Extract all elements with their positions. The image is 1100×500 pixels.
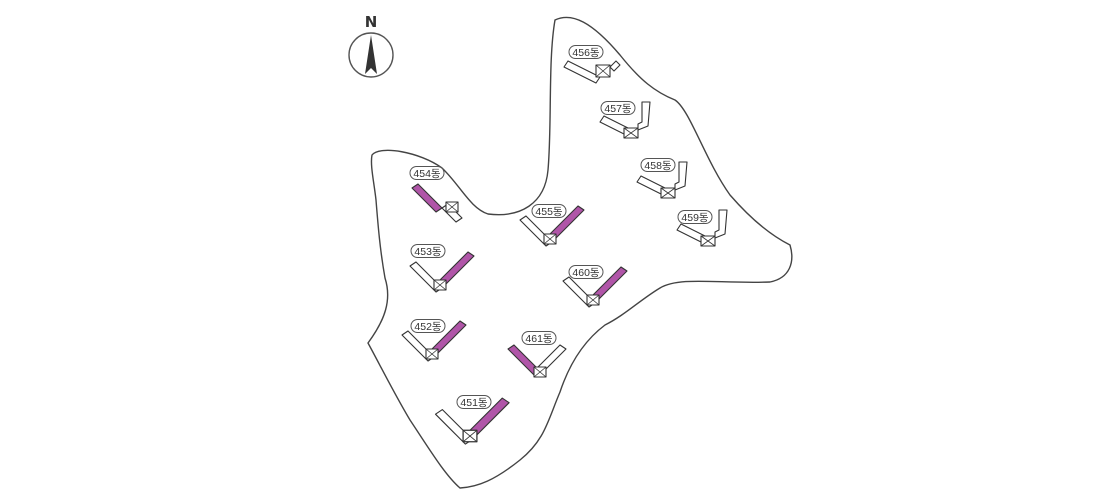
building-452: 452동	[401, 319, 467, 362]
compass-arrow-icon	[365, 35, 377, 74]
north-label: N	[365, 13, 378, 31]
building-453: 453동	[409, 244, 475, 293]
building-label: 453동	[414, 246, 442, 258]
building-footprint	[507, 344, 567, 378]
building-label-pill	[568, 265, 604, 279]
building-label-pill	[410, 244, 446, 258]
building-label: 459동	[681, 212, 709, 224]
building-label: 455동	[535, 206, 563, 218]
buildings-layer: 451동 452동 453동 454동 455동 456동 457동 458동 459동 460동…	[401, 45, 728, 445]
building-label-pill	[410, 319, 446, 333]
building-label: 460동	[572, 267, 600, 279]
building-label: 451동	[460, 397, 488, 409]
north-compass: N	[348, 13, 394, 78]
building-455: 455동	[519, 204, 585, 247]
building-footprint	[411, 183, 463, 223]
building-label: 458동	[644, 160, 672, 172]
building-458: 458동	[636, 158, 688, 199]
building-footprint	[599, 101, 651, 139]
building-label-pill	[640, 158, 676, 172]
building-label-pill	[677, 210, 713, 224]
building-footprint	[519, 205, 585, 247]
building-461: 461동	[507, 331, 567, 378]
building-label-pill	[456, 395, 492, 409]
site-boundary	[367, 16, 793, 489]
building-454: 454동	[409, 166, 463, 223]
building-456: 456동	[563, 45, 621, 84]
building-footprint	[409, 251, 475, 293]
building-label: 457동	[604, 103, 632, 115]
building-459: 459동	[676, 209, 728, 247]
building-label-pill	[568, 45, 604, 59]
building-footprint	[434, 397, 510, 445]
building-label-pill	[409, 166, 445, 180]
building-label: 452동	[414, 321, 442, 333]
compass-ring	[348, 32, 394, 78]
building-label: 456동	[572, 47, 600, 59]
building-footprint	[401, 320, 467, 362]
building-label-pill	[531, 204, 567, 218]
building-451: 451동	[434, 395, 510, 445]
building-label-pill	[600, 101, 636, 115]
building-footprint	[562, 266, 628, 308]
building-label: 454동	[413, 168, 441, 180]
building-460: 460동	[562, 265, 628, 308]
building-label-pill	[521, 331, 557, 345]
building-label: 461동	[525, 333, 553, 345]
building-footprint	[636, 161, 688, 199]
building-footprint	[676, 209, 728, 247]
building-457: 457동	[599, 101, 651, 139]
building-footprint	[563, 60, 621, 84]
